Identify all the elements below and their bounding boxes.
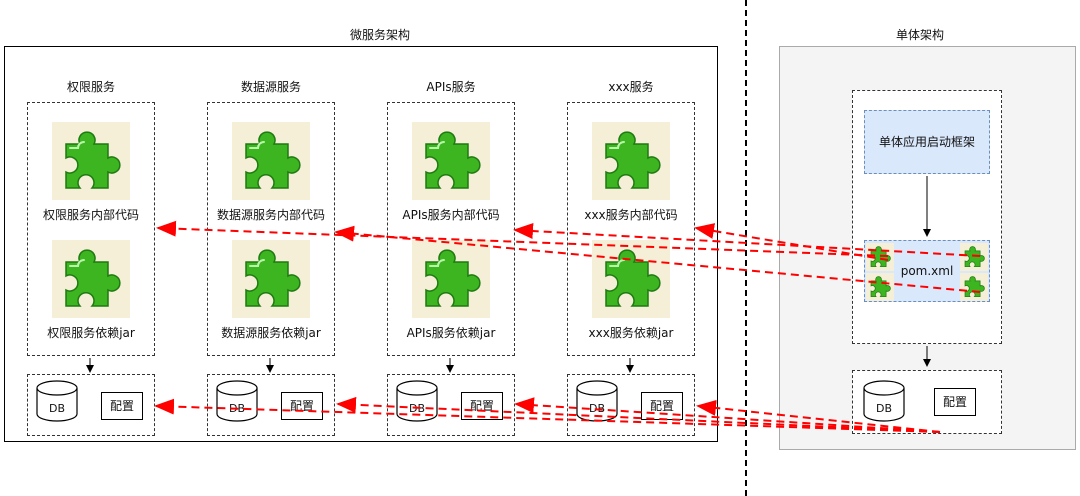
config-box: 配置 xyxy=(934,388,976,416)
database-cylinder-icon: DB xyxy=(395,380,439,424)
framework-box: 单体应用启动框架 xyxy=(864,110,990,174)
service-title: xxx服务 xyxy=(608,80,654,94)
service-title: 权限服务 xyxy=(66,80,115,94)
service-jar-label: xxx服务依赖jar xyxy=(588,326,674,340)
db-label: DB xyxy=(48,402,66,415)
puzzle-piece-icon xyxy=(866,273,894,301)
puzzle-piece-icon xyxy=(52,122,130,200)
puzzle-piece-icon xyxy=(412,240,490,318)
pom-label: pom.xml xyxy=(900,264,954,278)
service-title: 数据源服务 xyxy=(240,80,301,94)
service-title: APIs服务 xyxy=(426,80,476,94)
database-cylinder-icon: DB xyxy=(862,380,906,424)
database-cylinder-icon: DB xyxy=(215,380,259,424)
architecture-divider xyxy=(745,0,747,496)
config-box: 配置 xyxy=(281,392,323,420)
monolith-title: 单体架构 xyxy=(895,28,944,42)
db-label: DB xyxy=(588,402,606,415)
service-code-label: xxx服务内部代码 xyxy=(584,208,678,222)
service-storage-box xyxy=(207,374,335,436)
puzzle-piece-icon xyxy=(412,122,490,200)
config-box: 配置 xyxy=(101,392,143,420)
db-label: DB xyxy=(875,402,893,415)
framework-label: 单体应用启动框架 xyxy=(878,135,975,149)
service-code-label: APIs服务内部代码 xyxy=(402,208,500,222)
service-jar-label: 数据源服务依赖jar xyxy=(221,326,321,340)
puzzle-piece-icon xyxy=(52,240,130,318)
config-box: 配置 xyxy=(641,392,683,420)
service-code-label: 权限服务内部代码 xyxy=(42,208,139,222)
microservices-title: 微服务架构 xyxy=(349,28,410,42)
puzzle-piece-icon xyxy=(592,240,670,318)
service-jar-label: APIs服务依赖jar xyxy=(406,326,496,340)
database-cylinder-icon: DB xyxy=(575,380,619,424)
db-label: DB xyxy=(408,402,426,415)
service-jar-label: 权限服务依赖jar xyxy=(47,326,135,340)
puzzle-piece-icon xyxy=(592,122,670,200)
puzzle-piece-icon xyxy=(960,243,988,271)
service-app-box xyxy=(27,102,155,356)
puzzle-piece-icon xyxy=(866,243,894,271)
db-label: DB xyxy=(228,402,246,415)
config-box: 配置 xyxy=(461,392,503,420)
puzzle-piece-icon xyxy=(232,122,310,200)
service-code-label: 数据源服务内部代码 xyxy=(216,208,325,222)
puzzle-piece-icon xyxy=(960,273,988,301)
puzzle-piece-icon xyxy=(232,240,310,318)
database-cylinder-icon: DB xyxy=(35,380,79,424)
